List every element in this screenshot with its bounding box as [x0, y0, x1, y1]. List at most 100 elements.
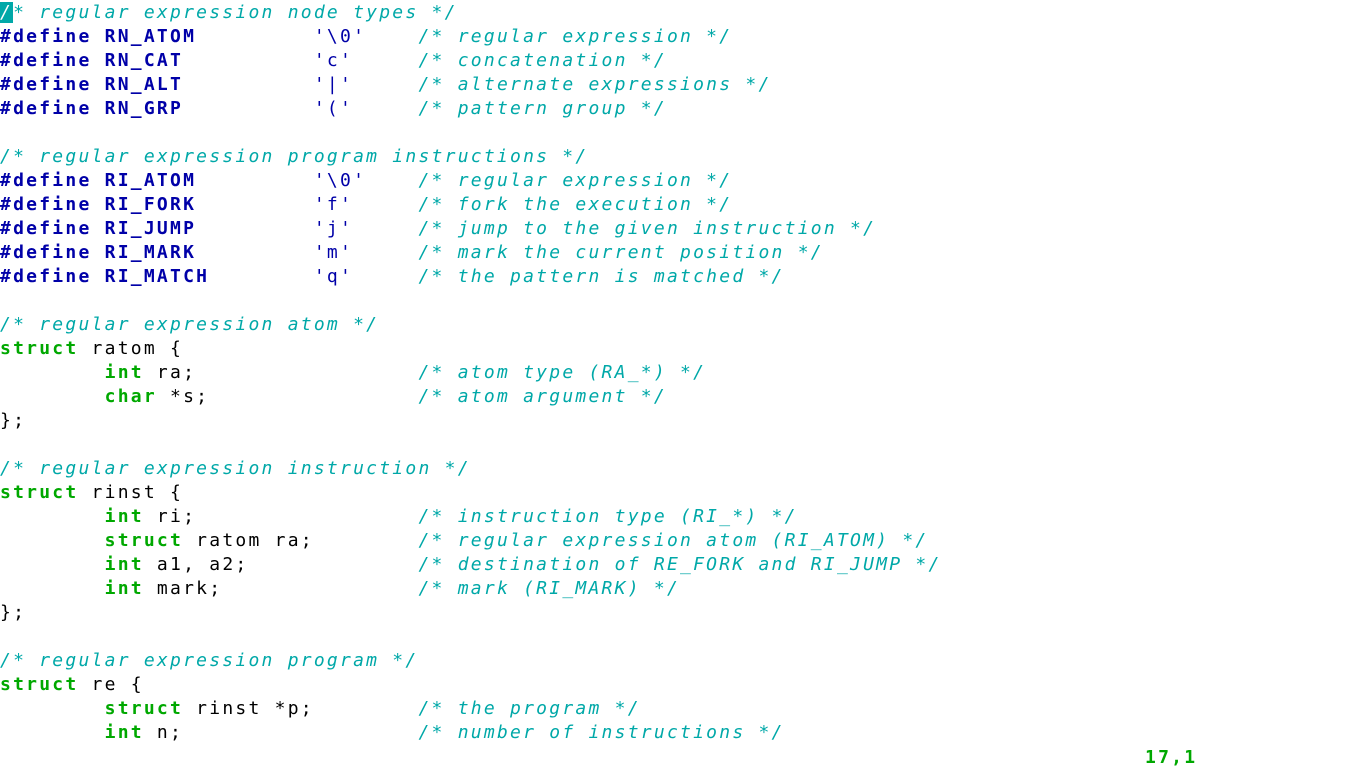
comment: /* regular expression program */ [0, 650, 419, 671]
code-text [353, 218, 418, 239]
char-literal: 'c' [313, 50, 354, 71]
comment: /* the pattern is matched */ [418, 266, 785, 287]
editor-line[interactable]: /* regular expression instruction */ [0, 457, 942, 481]
code-text [196, 26, 314, 47]
code-text [353, 266, 418, 287]
code-text: ra; [143, 362, 419, 383]
code-text: ratom ra; [183, 530, 419, 551]
cursor-position-indicator: 17,1 [1145, 747, 1198, 768]
keyword: struct [0, 482, 79, 503]
code-text: a1, a2; [143, 554, 419, 575]
comment: /* regular expression atom */ [0, 314, 380, 335]
code-text: ri; [143, 506, 419, 527]
preprocessor-directive: #define RN_GRP [0, 98, 184, 119]
code-text [0, 578, 105, 599]
keyword: char [104, 386, 157, 407]
code-text [0, 386, 105, 407]
comment: /* mark (RI_MARK) */ [418, 578, 681, 599]
editor-line[interactable]: #define RI_FORK 'f' /* fork the executio… [0, 193, 942, 217]
text-cursor: / [0, 2, 14, 23]
editor-line[interactable]: struct re { [0, 673, 942, 697]
editor-line[interactable]: #define RI_MATCH 'q' /* the pattern is m… [0, 265, 942, 289]
preprocessor-directive: #define RI_MATCH [0, 266, 210, 287]
comment: /* jump to the given instruction */ [418, 218, 877, 239]
comment: /* regular expression program instructio… [0, 146, 589, 167]
code-text [353, 74, 418, 95]
comment: /* pattern group */ [418, 98, 667, 119]
editor-line[interactable]: int ri; /* instruction type (RI_*) */ [0, 505, 942, 529]
comment: /* number of instructions */ [418, 722, 785, 743]
editor-line[interactable]: struct ratom { [0, 337, 942, 361]
code-text [209, 266, 314, 287]
comment: /* atom type (RA_*) */ [418, 362, 707, 383]
editor-line[interactable]: #define RI_JUMP 'j' /* jump to the given… [0, 217, 942, 241]
preprocessor-directive: #define RN_ATOM [0, 26, 197, 47]
editor-line[interactable]: #define RI_ATOM '\0' /* regular expressi… [0, 169, 942, 193]
code-text [196, 218, 314, 239]
preprocessor-directive: #define RI_ATOM [0, 170, 197, 191]
editor-line[interactable]: /* regular expression node types */ [0, 1, 942, 25]
editor-text-area[interactable]: /* regular expression node types */#defi… [0, 1, 942, 745]
comment: /* regular expression */ [418, 170, 733, 191]
comment: /* regular expression instruction */ [0, 458, 471, 479]
comment: /* the program */ [418, 698, 641, 719]
editor-line[interactable] [0, 121, 942, 145]
editor-line[interactable]: int n; /* number of instructions */ [0, 721, 942, 745]
editor-line[interactable]: }; [0, 409, 942, 433]
preprocessor-directive: #define RN_ALT [0, 74, 184, 95]
editor-line[interactable]: #define RN_CAT 'c' /* concatenation */ [0, 49, 942, 73]
editor-line[interactable]: struct rinst { [0, 481, 942, 505]
code-text [183, 74, 314, 95]
keyword: struct [104, 698, 184, 719]
keyword: int [104, 722, 144, 743]
editor-line[interactable] [0, 433, 942, 457]
editor-line[interactable]: struct ratom ra; /* regular expression a… [0, 529, 942, 553]
editor-line[interactable]: #define RN_ATOM '\0' /* regular expressi… [0, 25, 942, 49]
editor-line[interactable]: int mark; /* mark (RI_MARK) */ [0, 577, 942, 601]
code-text [0, 362, 105, 383]
char-literal: '|' [313, 74, 354, 95]
code-text [353, 242, 418, 263]
editor-line[interactable]: int a1, a2; /* destination of RE_FORK an… [0, 553, 942, 577]
editor-line[interactable]: char *s; /* atom argument */ [0, 385, 942, 409]
code-text [196, 242, 314, 263]
char-literal: 'q' [313, 266, 354, 287]
comment: /* regular expression node types */ [0, 2, 458, 23]
editor-line[interactable]: /* regular expression atom */ [0, 313, 942, 337]
editor-line[interactable]: #define RN_GRP '(' /* pattern group */ [0, 97, 942, 121]
code-text: }; [0, 410, 27, 431]
char-literal: '\0' [313, 26, 367, 47]
editor-line[interactable]: int ra; /* atom type (RA_*) */ [0, 361, 942, 385]
comment: /* regular expression */ [418, 26, 733, 47]
code-text [353, 50, 418, 71]
editor-line[interactable]: }; [0, 601, 942, 625]
code-text [366, 26, 418, 47]
editor-line[interactable]: #define RI_MARK 'm' /* mark the current … [0, 241, 942, 265]
keyword: struct [0, 338, 79, 359]
code-text [183, 50, 314, 71]
editor-line[interactable] [0, 289, 942, 313]
preprocessor-directive: #define RN_CAT [0, 50, 184, 71]
code-text [0, 530, 105, 551]
code-text: mark; [143, 578, 419, 599]
editor-line[interactable]: /* regular expression program */ [0, 649, 942, 673]
code-text: }; [0, 602, 27, 623]
comment: /* regular expression atom (RI_ATOM) */ [418, 530, 929, 551]
keyword: struct [104, 530, 184, 551]
char-literal: '(' [313, 98, 354, 119]
editor-line[interactable]: #define RN_ALT '|' /* alternate expressi… [0, 73, 942, 97]
editor-line[interactable] [0, 625, 942, 649]
code-text [0, 554, 105, 575]
char-literal: 'm' [313, 242, 354, 263]
code-text [353, 194, 418, 215]
keyword: int [104, 362, 144, 383]
code-text: rinst { [78, 482, 184, 503]
editor-line[interactable]: /* regular expression program instructio… [0, 145, 942, 169]
char-literal: '\0' [313, 170, 367, 191]
preprocessor-directive: #define RI_FORK [0, 194, 197, 215]
comment: /* mark the current position */ [418, 242, 824, 263]
preprocessor-directive: #define RI_MARK [0, 242, 197, 263]
comment: /* alternate expressions */ [418, 74, 772, 95]
code-text [0, 506, 105, 527]
editor-line[interactable]: struct rinst *p; /* the program */ [0, 697, 942, 721]
